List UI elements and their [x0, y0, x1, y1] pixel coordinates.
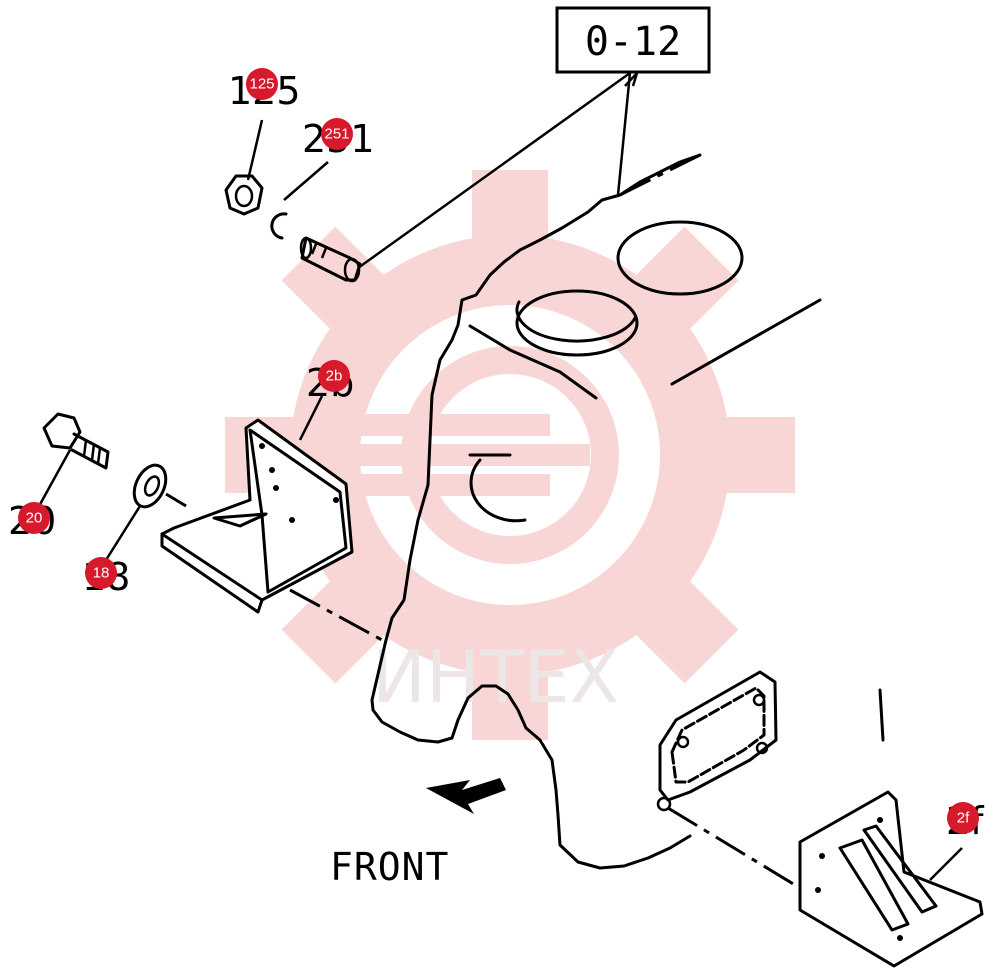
watermark-logo: ИНТЕХ [225, 170, 795, 740]
callout-badge-251[interactable]: 251 [321, 118, 353, 150]
callout-badge-18[interactable]: 18 [85, 557, 117, 589]
callout-badge-20[interactable]: 20 [18, 502, 50, 534]
svg-text:2f: 2f [957, 810, 970, 827]
svg-text:20: 20 [26, 510, 43, 527]
reference-label: 0-12 [585, 19, 681, 65]
callout-badge-2f[interactable]: 2f [947, 802, 979, 834]
svg-text:2b: 2b [326, 368, 343, 385]
pin [299, 236, 362, 283]
snap-ring-251 [270, 161, 329, 240]
reference-box: 0-12 [357, 6, 711, 270]
bracket-2f [667, 790, 984, 968]
callout-badge-2b[interactable]: 2b [318, 360, 350, 392]
nut-125 [224, 119, 264, 216]
front-label: FRONT [330, 845, 449, 889]
bracket-2b [160, 395, 383, 642]
washer-18 [104, 463, 187, 561]
svg-text:18: 18 [93, 565, 110, 582]
front-arrow-icon [426, 778, 506, 814]
watermark-text: ИНТЕХ [372, 635, 619, 719]
bolt-20 [36, 412, 110, 509]
svg-text:251: 251 [324, 126, 349, 143]
engine-block [370, 153, 885, 870]
callout-badge-125[interactable]: 125 [246, 68, 278, 100]
svg-text:125: 125 [249, 76, 274, 93]
